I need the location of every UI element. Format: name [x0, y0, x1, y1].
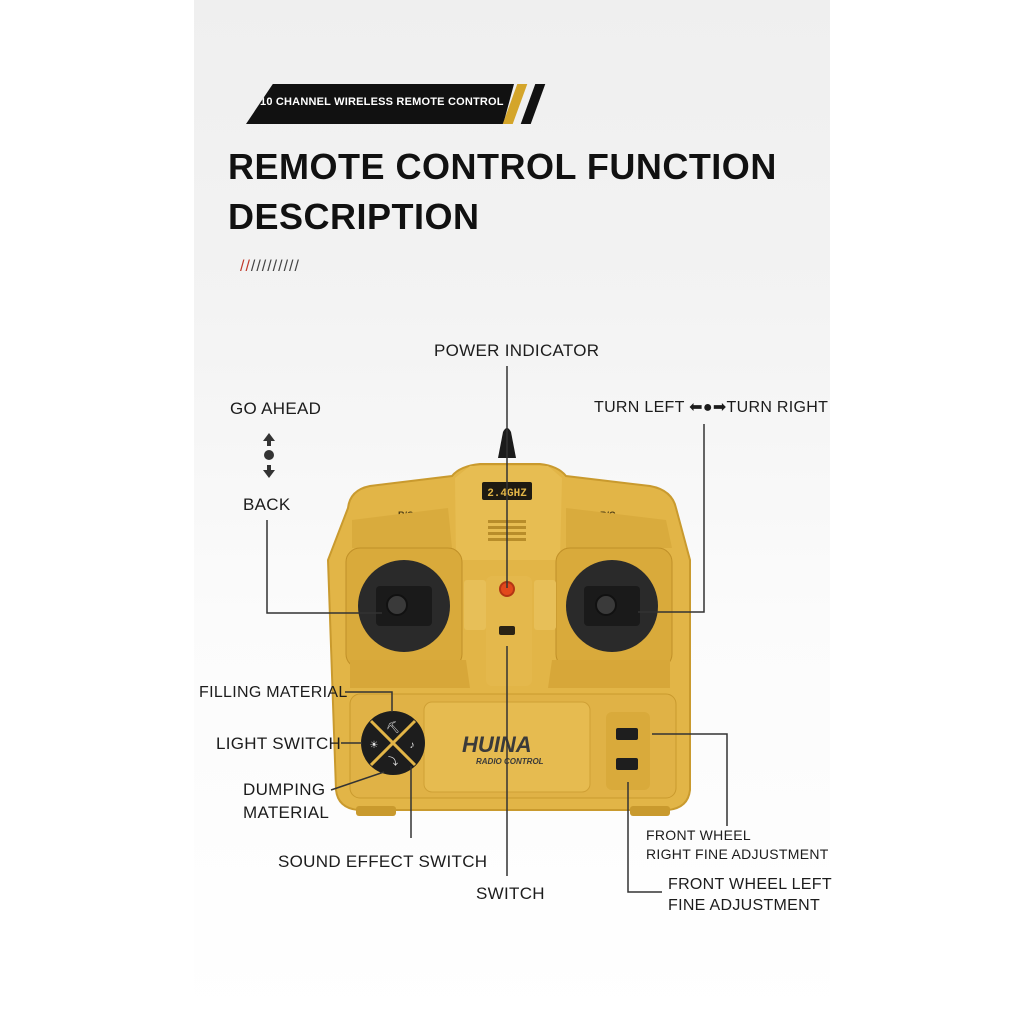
- red-slashes: //: [240, 258, 251, 275]
- right-trim-tab: [534, 580, 556, 630]
- page-title-line2: DESCRIPTION: [228, 196, 480, 237]
- dark-slashes: /////////: [250, 258, 300, 275]
- callout-lines: [266, 366, 728, 893]
- label-front-left-line1: FRONT WHEEL LEFT: [668, 876, 832, 893]
- front-wheel-right-adjust: [616, 728, 638, 740]
- label-filling-material: FILLING MATERIAL: [199, 684, 348, 701]
- label-front-wheel-right: FRONT WHEEL RIGHT FINE ADJUSTMENT: [646, 826, 829, 864]
- decorative-slashes: ///////////: [240, 258, 300, 276]
- sound-icon: ♪: [410, 740, 415, 751]
- page-title-line1: REMOTE CONTROL FUNCTION: [228, 146, 777, 187]
- left-foot: [356, 806, 396, 816]
- front-wheel-left-adjust: [616, 758, 638, 770]
- label-go-ahead: GO AHEAD: [230, 399, 322, 418]
- label-dumping-line2: MATERIAL: [243, 803, 330, 822]
- light-icon: ☀: [370, 740, 379, 751]
- label-front-right-line2: RIGHT FINE ADJUSTMENT: [646, 846, 829, 862]
- left-skirt: [350, 660, 470, 688]
- brand-logo: HUINA: [462, 732, 532, 757]
- dumping-icon: ⤵: [388, 756, 398, 768]
- forward-back-arrows-icon: [263, 433, 275, 478]
- left-stick: [386, 594, 408, 616]
- label-front-left-line2: FINE ADJUSTMENT: [668, 897, 821, 914]
- fine-adjust-housing: [606, 712, 650, 790]
- right-stick: [595, 594, 617, 616]
- left-trim-tab: [464, 580, 486, 630]
- top-ridge: [455, 466, 562, 560]
- label-power-indicator: POWER INDICATOR: [434, 341, 600, 360]
- right-foot: [630, 806, 670, 816]
- label-back: BACK: [243, 495, 291, 514]
- header-badge: 10 CHANNEL WIRELESS REMOTE CONTROL: [246, 84, 514, 124]
- label-light-switch: LIGHT SWITCH: [216, 734, 342, 753]
- label-dumping-material: DUMPING MATERIAL: [243, 778, 329, 824]
- right-shoulder: [566, 508, 672, 548]
- label-front-right-line1: FRONT WHEEL: [646, 827, 751, 843]
- label-sound-effect-switch: SOUND EFFECT SWITCH: [278, 852, 488, 871]
- filling-icon: ⛏: [386, 721, 400, 734]
- brand-subtitle: RADIO CONTROL: [476, 757, 544, 766]
- label-front-wheel-left: FRONT WHEEL LEFT FINE ADJUSTMENT: [668, 874, 832, 916]
- badge-text: 10 CHANNEL WIRELESS REMOTE CONTROL: [260, 96, 504, 108]
- right-skirt: [548, 660, 670, 688]
- label-dumping-line1: DUMPING: [243, 780, 326, 799]
- power-switch: [499, 626, 515, 635]
- label-turn: TURN LEFT ⬅●➡TURN RIGHT: [594, 399, 829, 416]
- left-shoulder: [352, 508, 452, 548]
- label-switch: SWITCH: [476, 884, 545, 903]
